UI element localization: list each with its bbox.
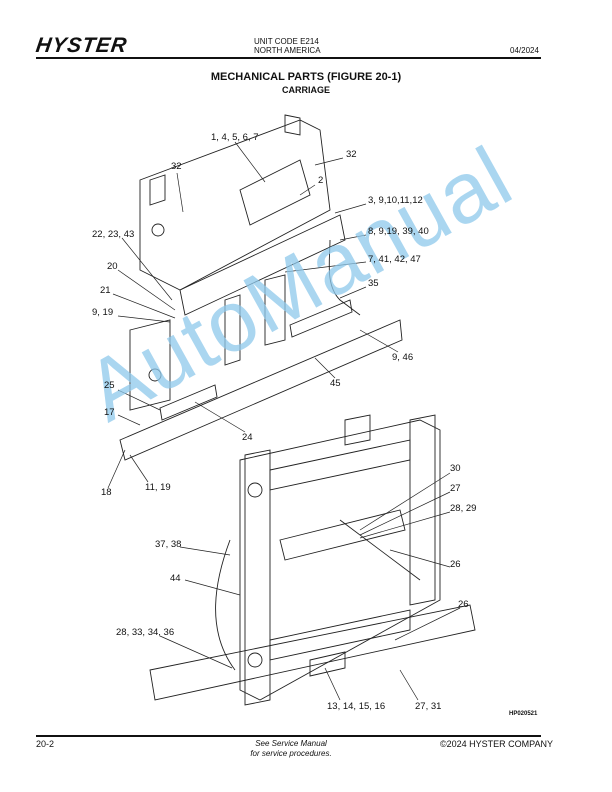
unit-code: UNIT CODE E214 <box>254 37 319 46</box>
callout: 9, 46 <box>392 352 414 363</box>
callout: 30 <box>450 463 461 474</box>
callout: 26 <box>458 599 469 610</box>
callout: 8, 9,19, 39, 40 <box>368 226 429 237</box>
callout: 2 <box>318 175 324 186</box>
callout: 27 <box>450 483 461 494</box>
callout: 7, 41, 42, 47 <box>368 254 421 265</box>
callout: 13, 14, 15, 16 <box>327 701 386 712</box>
service-note-line1: See Service Manual <box>255 739 327 748</box>
page-subtitle: CARRIAGE <box>281 85 330 95</box>
lower-carriage <box>149 414 476 706</box>
figure-id: HP020521 <box>509 711 538 717</box>
callout: 22, 23, 43 <box>92 229 135 240</box>
callout: 17 <box>104 407 115 418</box>
upper-carriage <box>119 114 403 461</box>
leader-lines <box>107 141 461 701</box>
callout: 11, 19 <box>145 482 171 493</box>
callout: 35 <box>368 278 379 289</box>
callout: 21 <box>100 285 111 296</box>
callout: 24 <box>242 432 253 443</box>
callout: 27, 31 <box>415 701 442 712</box>
callout: 32 <box>171 161 182 172</box>
footer-rule <box>36 735 541 737</box>
region: NORTH AMERICA <box>254 46 321 55</box>
callout: 44 <box>170 573 181 584</box>
callout: 28, 29 <box>450 503 477 514</box>
callout: 32 <box>346 149 357 160</box>
callout: 9, 19 <box>92 307 114 318</box>
page-number: 20-2 <box>36 739 55 749</box>
callout: 37, 38 <box>155 539 182 550</box>
callout: 20 <box>107 261 118 272</box>
callout: 3, 9,10,11,12 <box>368 195 423 206</box>
header-rule <box>36 57 541 59</box>
callout: 26 <box>450 559 461 570</box>
date: 04/2024 <box>510 46 539 55</box>
callout: 1, 4, 5, 6, 7 <box>211 132 259 143</box>
callout: 25 <box>104 380 115 391</box>
page-title: MECHANICAL PARTS (FIGURE 20-1) <box>210 71 402 83</box>
callout: 18 <box>101 487 112 498</box>
callout: 45 <box>330 378 341 389</box>
service-note: See Service Manual for service procedure… <box>236 739 346 759</box>
callout: 28, 33, 34, 36 <box>116 627 175 638</box>
service-note-line2: for service procedures. <box>250 749 332 758</box>
copyright: ©2024 HYSTER COMPANY <box>440 739 553 749</box>
